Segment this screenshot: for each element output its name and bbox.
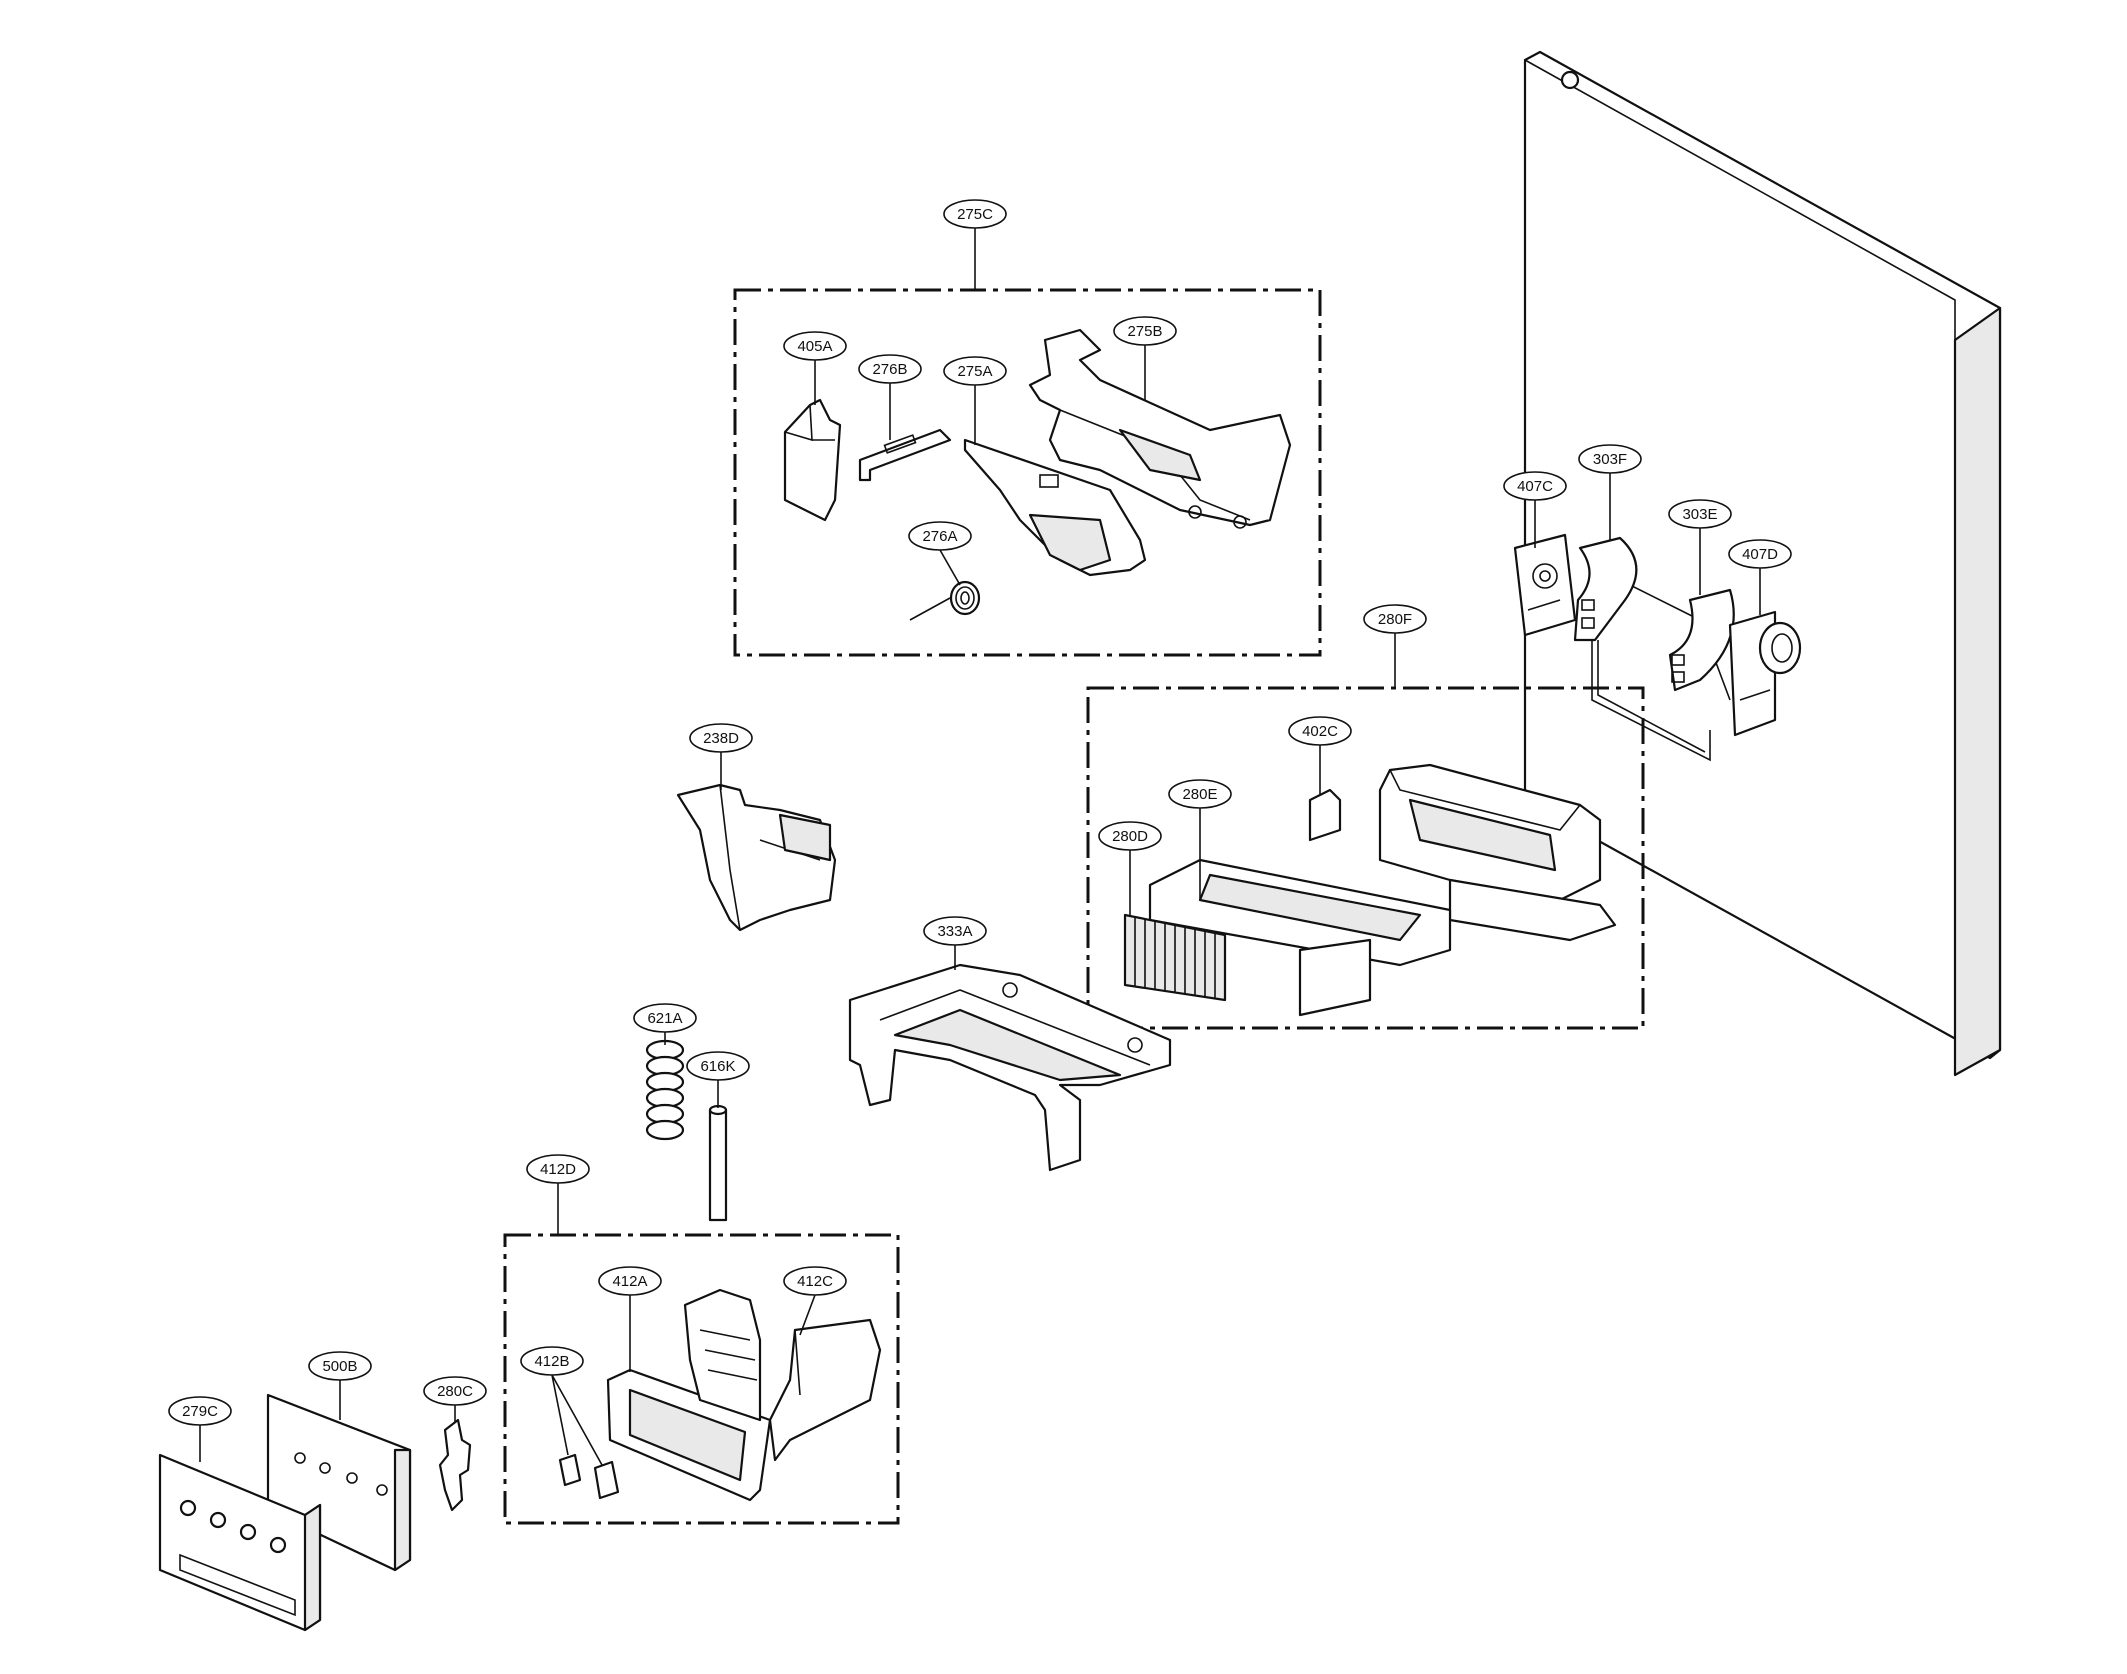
callout-276A: 276A: [908, 521, 972, 551]
callout-407D: 407D: [1728, 539, 1792, 569]
part-276A: [909, 580, 981, 621]
callout-276B: 276B: [858, 354, 922, 384]
callout-275B: 275B: [1113, 316, 1177, 346]
part-275A: [963, 438, 1147, 577]
svg-text:407C: 407C: [1517, 478, 1553, 495]
svg-text:303F: 303F: [1593, 451, 1627, 468]
part-412A: [606, 1288, 772, 1502]
part-616K: [708, 1104, 728, 1222]
svg-text:280D: 280D: [1112, 828, 1148, 845]
callout-279C: 279C: [168, 1396, 232, 1426]
callout-412A: 412A: [598, 1266, 662, 1296]
part-279C: [158, 1453, 322, 1632]
group-box-280F: [1086, 686, 1645, 1030]
callout-500B: 500B: [308, 1351, 372, 1381]
svg-text:280F: 280F: [1378, 611, 1412, 628]
callout-303F: 303F: [1578, 444, 1642, 474]
svg-text:280E: 280E: [1182, 786, 1217, 803]
part-621A: [645, 1039, 685, 1141]
part-275B: [1028, 328, 1292, 529]
svg-text:621A: 621A: [647, 1010, 682, 1027]
callout-616K: 616K: [686, 1051, 750, 1081]
svg-text:412D: 412D: [540, 1161, 576, 1178]
part-333A: [848, 963, 1172, 1172]
svg-text:412B: 412B: [534, 1353, 569, 1370]
callout-407C: 407C: [1503, 471, 1567, 501]
svg-text:412C: 412C: [797, 1273, 833, 1290]
callout-275C: 275C: [943, 199, 1007, 229]
svg-text:276B: 276B: [872, 361, 907, 378]
svg-text:500B: 500B: [322, 1358, 357, 1375]
callout-333A: 333A: [923, 916, 987, 946]
part-407D: [1728, 610, 1802, 737]
part-407C: [1513, 533, 1577, 637]
part-412B: [558, 1453, 620, 1500]
callout-303E: 303E: [1668, 499, 1732, 529]
svg-text:276A: 276A: [922, 528, 957, 545]
svg-text:616K: 616K: [700, 1058, 735, 1075]
callout-280D: 280D: [1098, 821, 1162, 851]
svg-text:402C: 402C: [1302, 723, 1338, 740]
door-hinge-hole: [1560, 70, 1580, 90]
svg-text:407D: 407D: [1742, 546, 1778, 563]
svg-text:238D: 238D: [703, 730, 739, 747]
svg-text:405A: 405A: [797, 338, 832, 355]
part-405A: [783, 398, 842, 522]
svg-text:412A: 412A: [612, 1273, 647, 1290]
part-280C: [438, 1418, 472, 1512]
callout-275A: 275A: [943, 356, 1007, 386]
svg-text:280C: 280C: [437, 1383, 473, 1400]
callout-280E: 280E: [1168, 779, 1232, 809]
svg-text:275B: 275B: [1127, 323, 1162, 340]
callout-238D: 238D: [689, 723, 753, 753]
svg-text:275C: 275C: [957, 206, 993, 223]
part-303F: [1573, 536, 1638, 642]
callout-402C: 402C: [1288, 716, 1352, 746]
callout-405A: 405A: [783, 331, 847, 361]
svg-text:279C: 279C: [182, 1403, 218, 1420]
callout-412B: 412B: [520, 1346, 584, 1376]
group-box-412D: [503, 1233, 900, 1525]
callout-412C: 412C: [783, 1266, 847, 1296]
callout-280C: 280C: [423, 1376, 487, 1406]
part-412C: [768, 1318, 882, 1462]
group-box-275C: [733, 288, 1322, 657]
leader-lines: [199, 228, 1761, 1466]
svg-text:275A: 275A: [957, 363, 992, 380]
callout-621A: 621A: [633, 1003, 697, 1033]
svg-text:333A: 333A: [937, 923, 972, 940]
part-280D: [1123, 913, 1227, 1002]
part-402C: [1308, 763, 1617, 942]
callout-412D: 412D: [526, 1154, 590, 1184]
part-276B: [858, 428, 952, 482]
part-238D: [676, 783, 837, 932]
svg-text:303E: 303E: [1682, 506, 1717, 523]
part-303E: [1668, 588, 1735, 692]
callout-280F: 280F: [1363, 604, 1427, 634]
